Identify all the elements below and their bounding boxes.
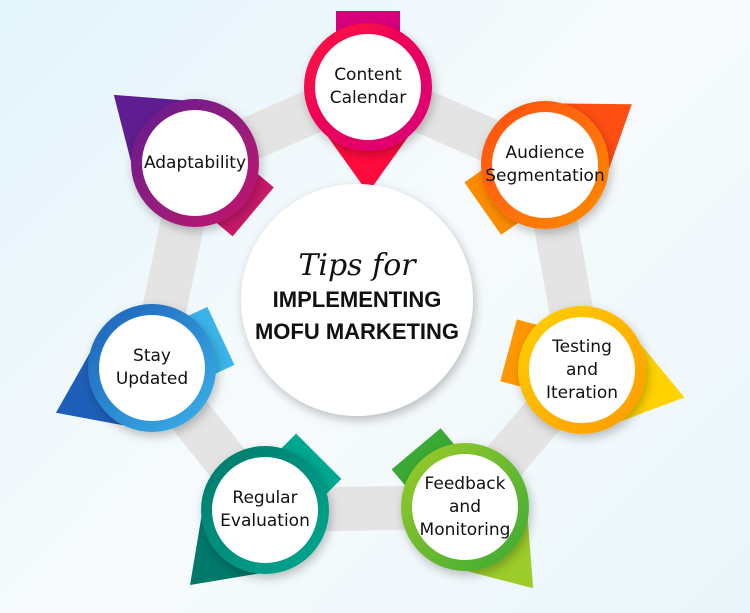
tip-label-line: Testing [552,336,612,357]
tip-label-line: Updated [115,369,189,389]
tip-circle-inner [99,315,205,421]
tip-node [113,94,274,237]
tip-label-line: Segmentation [485,166,605,186]
title-script: Tips for [298,248,416,283]
tip-label-line: Audience [505,143,585,163]
tip-label-line: Adaptability [143,152,247,173]
title-line-1: IMPLEMENTING [272,287,442,312]
tip-node [304,11,432,193]
tip-circle-inner [529,317,635,423]
tip-circle-inner [315,34,421,140]
tip-label-line: Monitoring [419,519,511,540]
center-circle [241,184,473,416]
tip-label: Adaptability [130,152,260,175]
tip-circle-inner [412,454,518,560]
tip-label-line: Stay [133,346,171,366]
tip-label-line: Iteration [545,382,619,403]
tip-label-line: Feedback [424,473,506,494]
tip-circle-inner [212,457,318,563]
tip-label-line: Content [334,65,402,85]
tip-circle-inner [492,112,598,218]
tip-node [464,101,632,235]
tip-node [391,428,534,589]
tip-node [500,306,685,434]
tip-label-line: and [449,496,481,517]
center-title: Tips for IMPLEMENTING MOFU MARKETING [237,248,477,348]
tip-label-line: Calendar [329,88,407,108]
tip-label-line: and [566,359,598,380]
title-line-2: MOFU MARKETING [254,319,460,344]
tip-node [55,304,235,432]
tip-circle-inner [142,110,248,216]
tip-node [190,433,342,585]
tip-label-line: Regular [232,488,298,508]
tip-label-line: Evaluation [220,511,310,531]
